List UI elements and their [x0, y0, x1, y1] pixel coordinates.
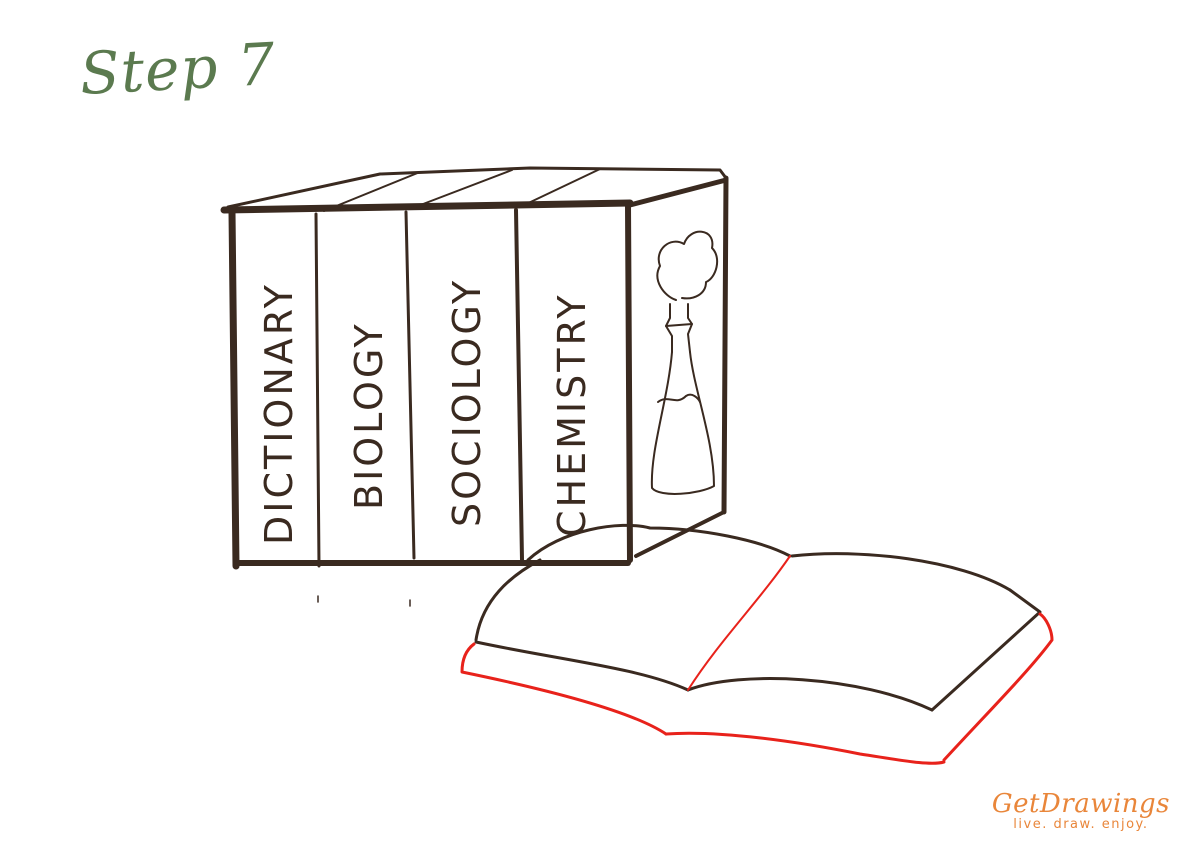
spine-label-biology: BIOLOGY	[347, 321, 391, 510]
flask-icon	[650, 230, 719, 495]
spine-label-chemistry: CHEMISTRY	[550, 292, 594, 537]
spine-label-dictionary: DICTIONARY	[257, 282, 301, 545]
logo-tagline: live. draw. enjoy.	[1013, 817, 1149, 832]
logo-name: GetDrawings	[991, 789, 1170, 819]
getdrawings-logo: GetDrawings live. draw. enjoy.	[992, 789, 1170, 832]
spine-label-sociology: SOCIOLOGY	[445, 278, 489, 527]
open-book	[460, 523, 1054, 765]
book-stack	[220, 166, 729, 607]
